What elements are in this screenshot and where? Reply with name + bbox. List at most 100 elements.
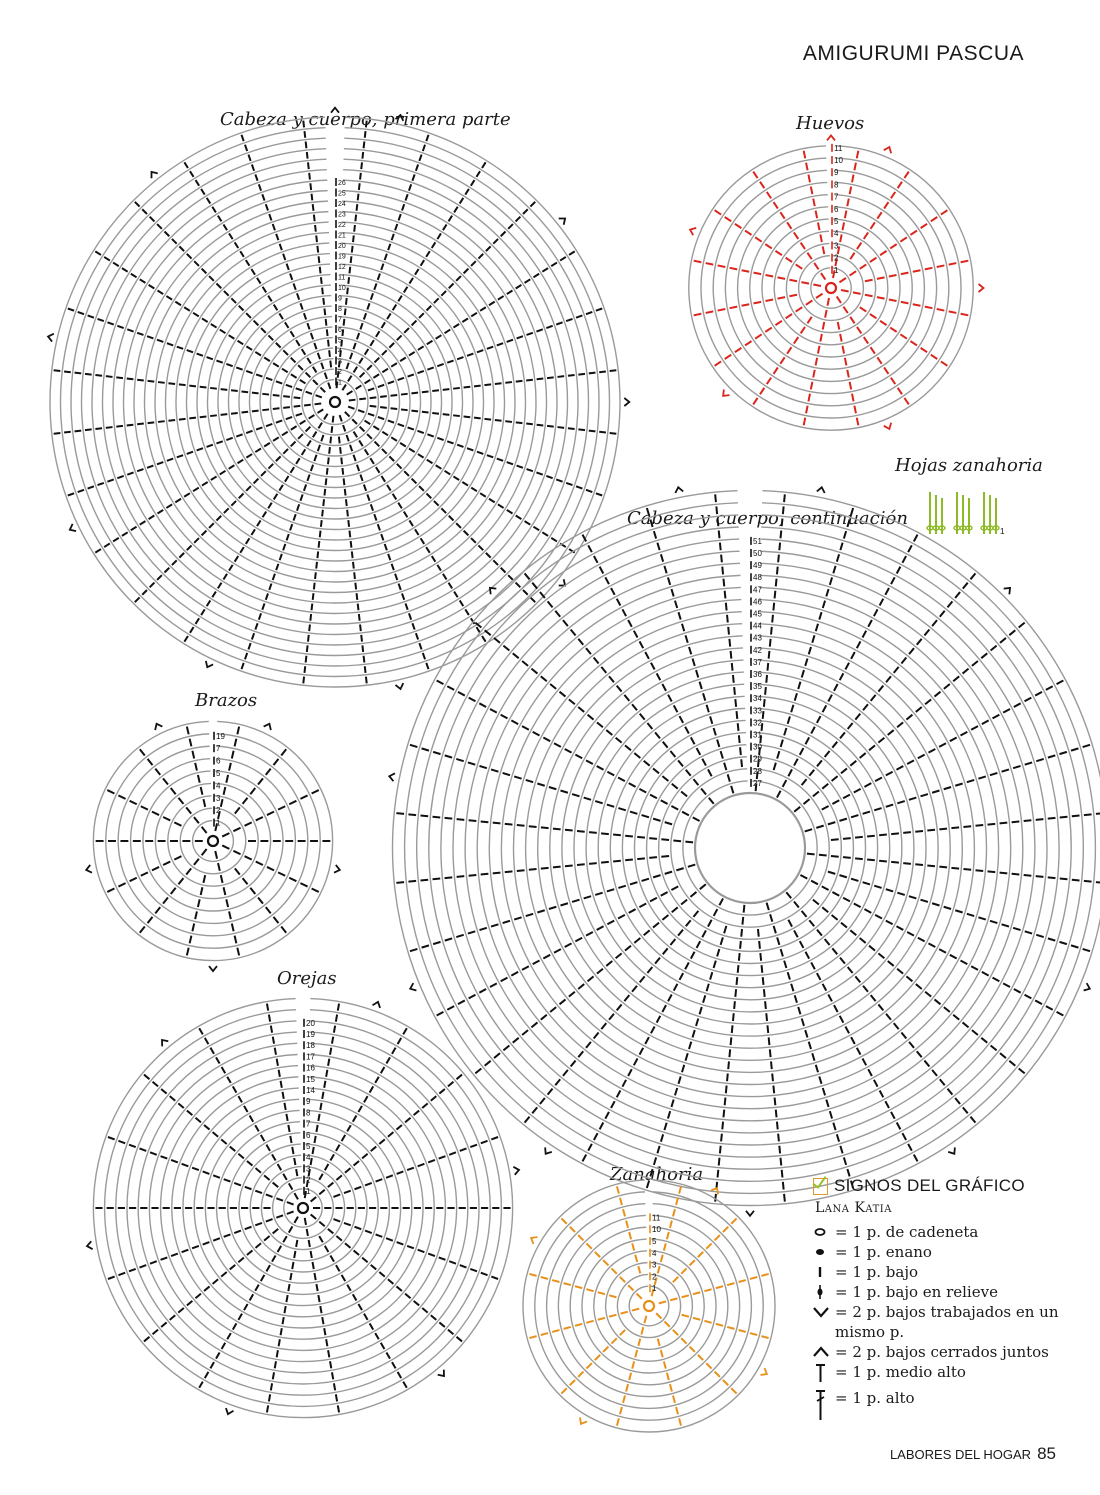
stitch-mark [319, 520, 323, 527]
row-ring [137, 1042, 469, 1374]
stitch-mark [446, 440, 454, 445]
stitch-mark [411, 409, 419, 413]
stitch-mark [259, 1134, 266, 1142]
row-number: 20 [338, 243, 346, 250]
stitch-mark [596, 925, 605, 931]
stitch-mark [351, 1293, 358, 1301]
stitch-mark [867, 858, 875, 862]
stitch-mark [625, 1383, 630, 1392]
stitch-mark [776, 750, 781, 759]
stitch-mark [317, 422, 323, 429]
stitch-mark [280, 748, 287, 757]
stitch-mark [627, 1284, 635, 1292]
stitch-mark [296, 293, 301, 301]
stitch-mark [638, 787, 647, 794]
stitch-mark [867, 834, 875, 838]
stitch-mark [411, 622, 416, 630]
stitch-mark [839, 731, 846, 739]
stitch-mark [981, 971, 990, 977]
stitch-mark [468, 873, 477, 877]
stitch-mark [850, 877, 859, 882]
stitch-mark [210, 323, 218, 329]
stitch-mark [336, 1003, 341, 1011]
stitch-mark [903, 171, 910, 179]
stitch-mark [927, 864, 936, 868]
stitch-mark [310, 603, 314, 611]
stitch-mark [660, 799, 669, 805]
stitch-mark [279, 1080, 283, 1089]
stitch-mark [333, 1193, 341, 1198]
row-ring [154, 221, 516, 583]
stitch-mark [279, 1327, 283, 1336]
row-number: 28 [753, 767, 762, 776]
legend-item: = 2 p. bajos cerrados juntos [813, 1342, 1073, 1362]
stitch-mark [346, 509, 349, 517]
stitch-mark [288, 799, 297, 806]
stitch-mark [363, 1313, 369, 1321]
stitch-mark [229, 1264, 236, 1271]
stitch-mark [361, 1152, 369, 1160]
stitch-mark [742, 904, 746, 913]
row-number: 25 [338, 191, 346, 198]
stitch-mark [245, 345, 253, 351]
stitch-mark [672, 1395, 676, 1404]
stitch-mark [793, 806, 801, 813]
stitch-mark [887, 960, 895, 967]
stitch-mark [954, 1097, 961, 1105]
stitch-mark [831, 891, 840, 897]
stitch-mark [267, 1394, 272, 1402]
row-ring [185, 252, 485, 552]
stitch-mark [250, 632, 256, 640]
stitch-mark [183, 306, 191, 312]
stitch-mark [756, 759, 760, 768]
stitch-mark [943, 786, 952, 791]
row-ring [736, 193, 926, 383]
stitch-mark [105, 375, 113, 378]
stitch-mark [252, 319, 260, 327]
stitch-mark [923, 628, 931, 637]
stitch-mark [854, 712, 862, 721]
stitch-mark [873, 884, 882, 889]
stitch-mark [810, 726, 816, 735]
stitch-mark [954, 782, 963, 787]
row-ring [238, 1143, 368, 1273]
stitch-mark [675, 1406, 679, 1415]
stitch-mark [960, 959, 968, 966]
stitch-mark [345, 362, 350, 370]
stitch-mark [594, 891, 603, 896]
stitch-mark [600, 666, 608, 674]
stitch-mark [107, 1275, 116, 1280]
stitch-mark [772, 602, 776, 611]
stitch-mark [785, 256, 793, 263]
stitch-mark [821, 805, 830, 811]
legend-item-text: = 2 p. bajos trabajados en un mismo p. [835, 1303, 1059, 1341]
row-number: 10 [652, 1225, 661, 1234]
stitch-mark [275, 455, 282, 462]
stitch-mark [821, 783, 829, 790]
row-ring [164, 231, 506, 573]
stitch-mark [256, 519, 262, 527]
stitch-mark [408, 351, 416, 357]
stitch-mark [469, 1267, 478, 1273]
stitch-mark [494, 382, 502, 385]
stitch-mark [432, 877, 441, 881]
stitch-mark [321, 1091, 325, 1100]
stitch-mark [404, 193, 409, 201]
stitch-mark [214, 823, 219, 832]
stitch-mark [712, 960, 717, 969]
row-number: 46 [753, 597, 762, 606]
stitch-mark [419, 259, 426, 267]
row-ring [621, 719, 879, 977]
stitch-mark [334, 1014, 339, 1022]
stitch-mark [486, 454, 494, 459]
stitch-mark [265, 376, 273, 382]
stitch-mark [729, 305, 738, 310]
stitch-mark [646, 722, 654, 730]
stitch-mark [176, 454, 184, 459]
stitch-mark [453, 591, 459, 598]
row-ring [143, 210, 527, 594]
stitch-mark [836, 246, 841, 255]
stitch-mark [903, 862, 912, 865]
stitch-mark [618, 884, 627, 889]
